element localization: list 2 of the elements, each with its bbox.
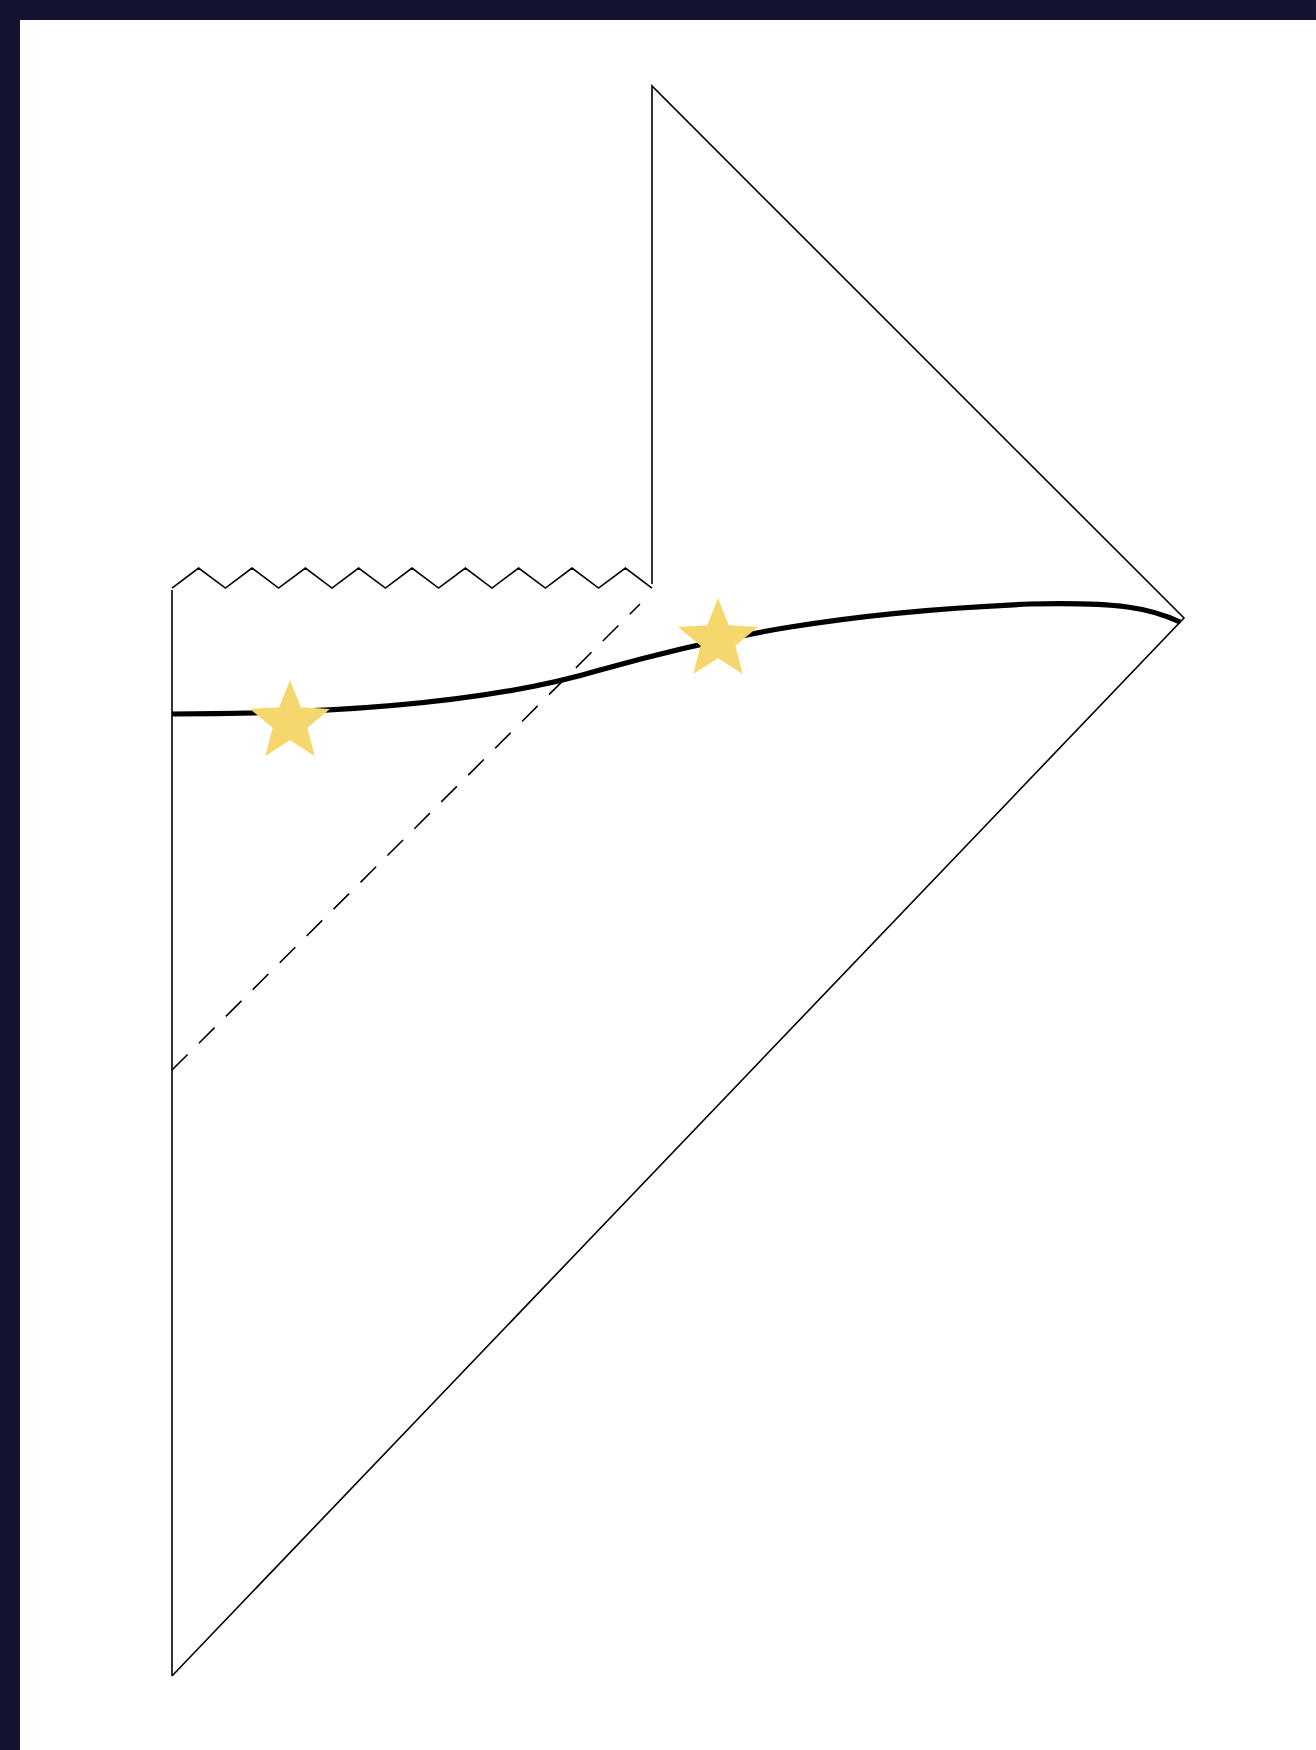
star-icon: [678, 598, 758, 674]
star-icon: [250, 680, 330, 756]
